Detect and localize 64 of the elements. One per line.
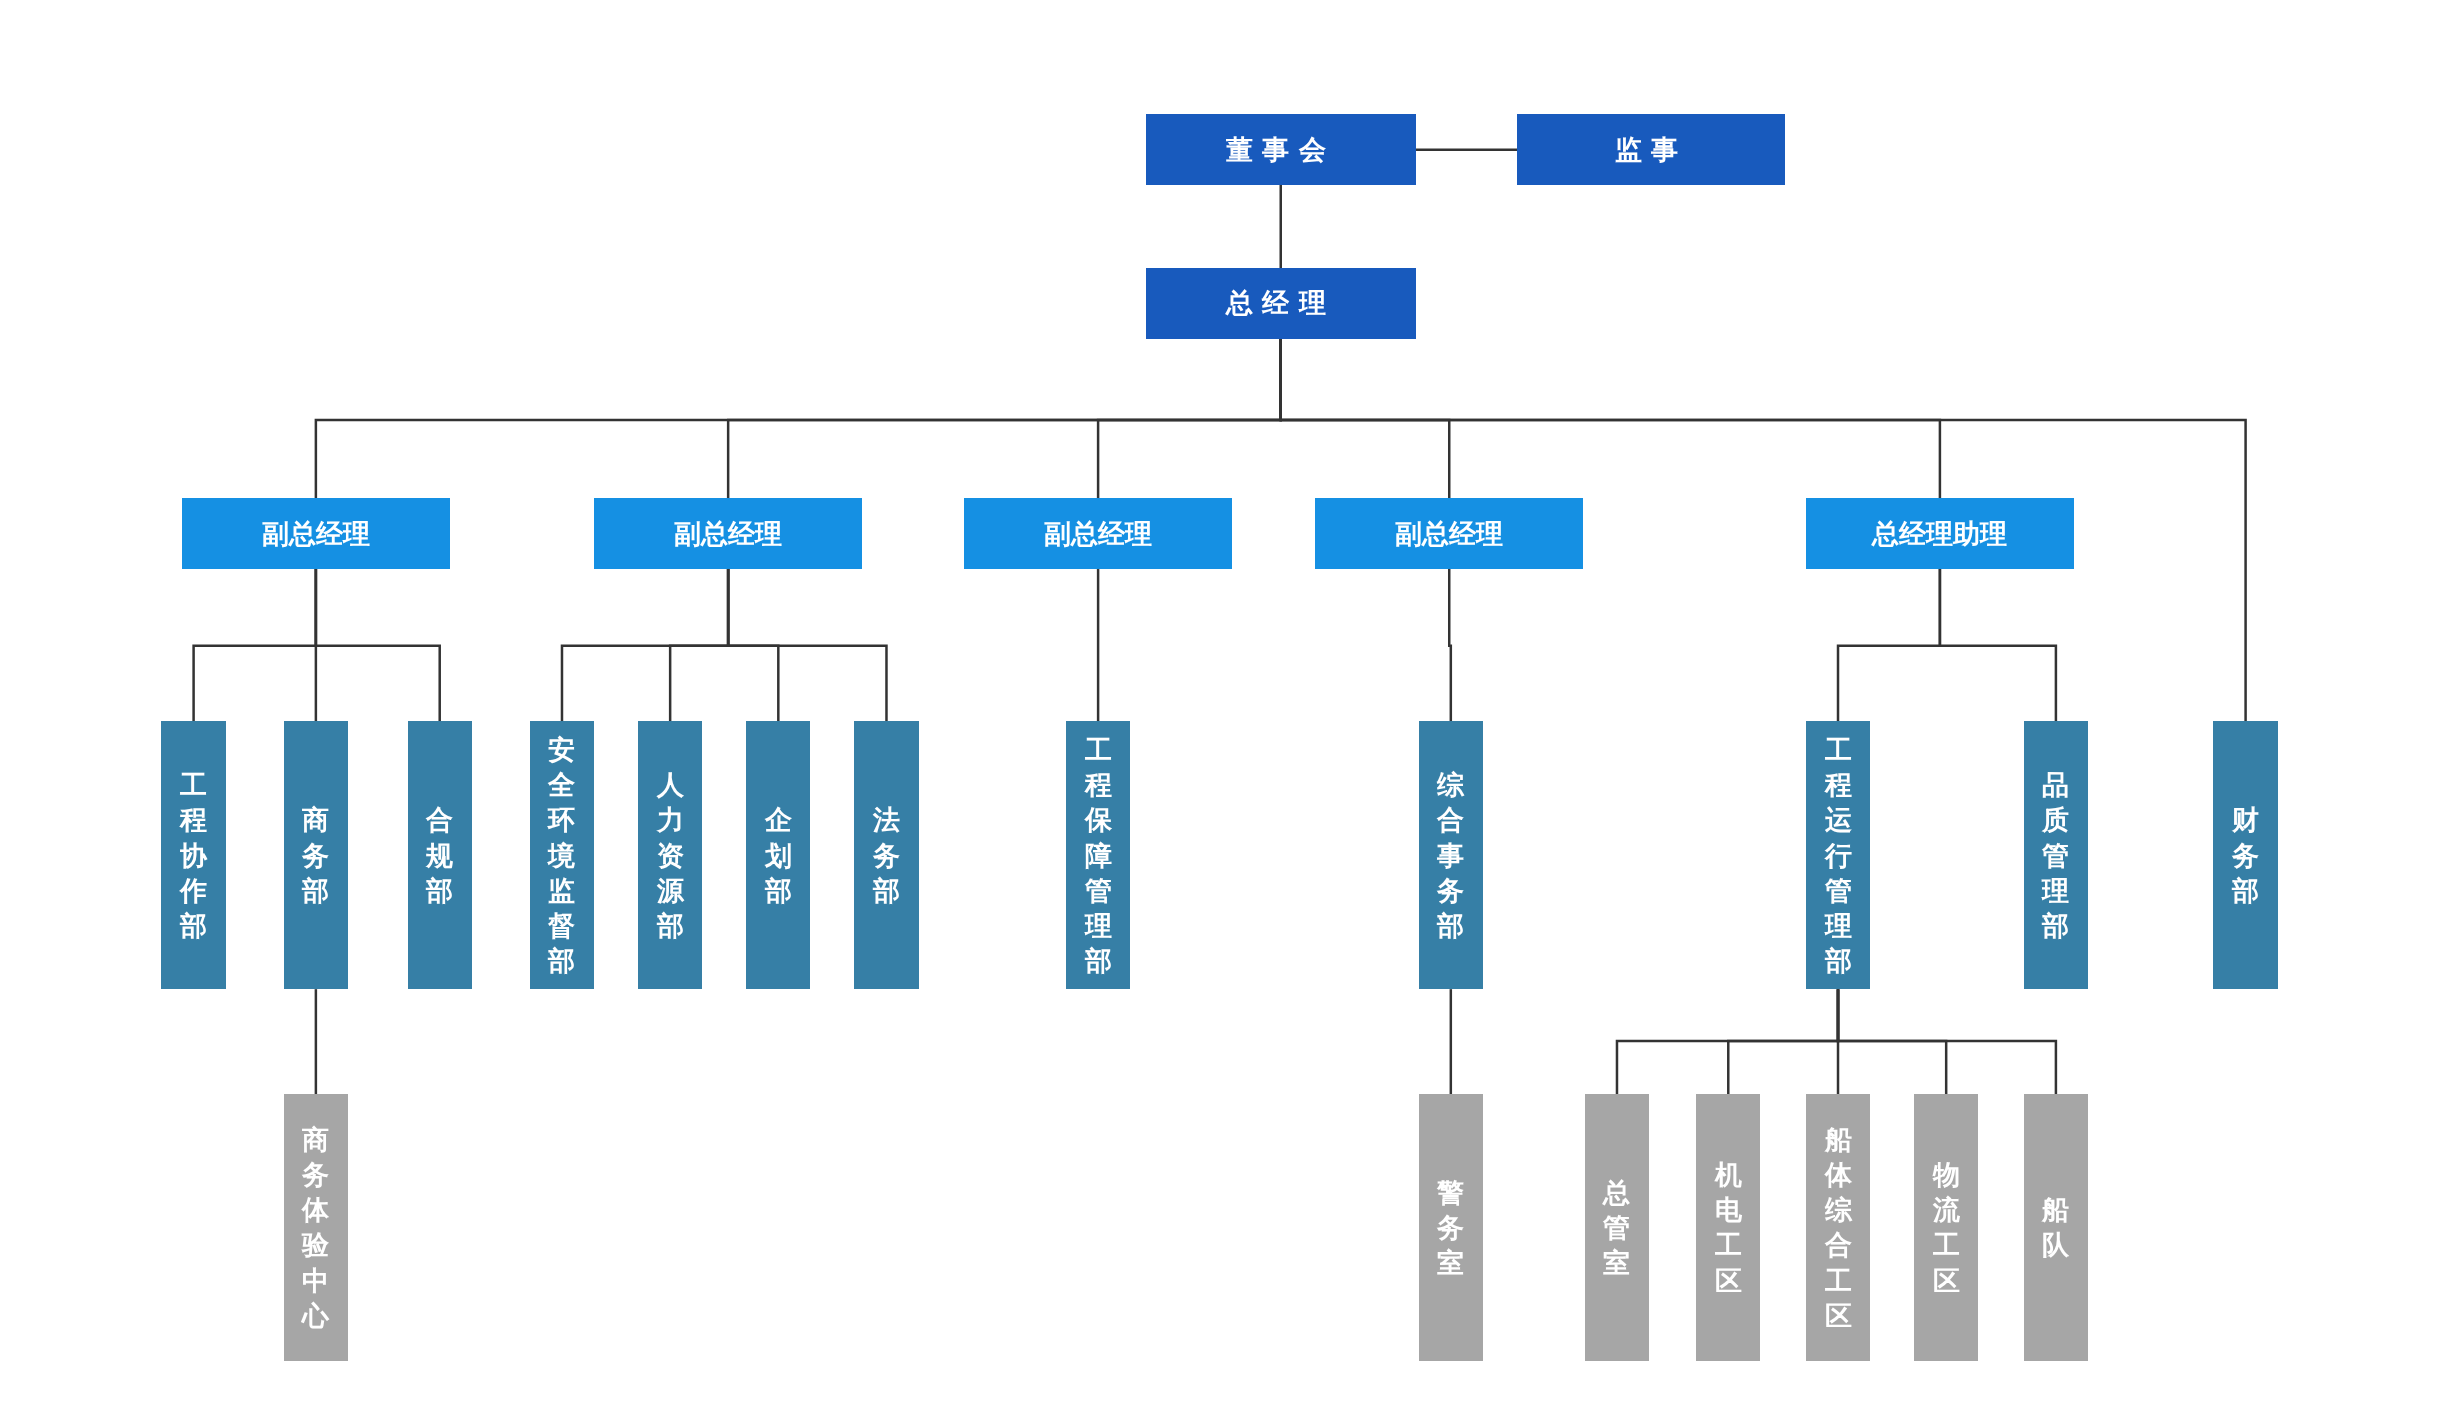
connector-line xyxy=(314,989,318,1095)
org-box xyxy=(1145,114,1416,185)
box-label: 副总经理 xyxy=(1395,516,1504,551)
org-box xyxy=(1914,1094,1979,1361)
connector-line xyxy=(1415,148,1518,151)
box-label: 副总经理 xyxy=(261,516,370,551)
box-label: 人力资源部 xyxy=(656,768,684,943)
org-box xyxy=(964,498,1233,569)
org-box xyxy=(181,498,450,569)
org-box xyxy=(1805,498,2074,569)
box-label: 工程运行管理部 xyxy=(1824,733,1852,978)
org-box xyxy=(638,721,703,990)
org-box xyxy=(407,721,472,990)
box-label: 法务部 xyxy=(872,803,900,908)
org-box xyxy=(746,721,811,990)
box-label: 董事会 xyxy=(1226,132,1336,167)
box-label: 综合事务部 xyxy=(1437,768,1465,943)
box-label: 船体综合工区 xyxy=(1824,1123,1852,1333)
box-label: 安全环境监督部 xyxy=(548,733,576,978)
connector-line xyxy=(1448,569,1453,722)
connector-line xyxy=(1279,185,1282,269)
org-box xyxy=(2213,721,2278,990)
box-label: 总经理 xyxy=(1226,286,1336,321)
org-box xyxy=(594,498,863,569)
org-box xyxy=(1805,1094,1871,1361)
box-label: 警务室 xyxy=(1437,1175,1465,1280)
connector-line xyxy=(1836,989,2058,1095)
box-label: 企划部 xyxy=(764,803,792,908)
box-label: 副总经理 xyxy=(674,516,783,551)
box-label: 监事 xyxy=(1615,132,1688,167)
org-box xyxy=(1315,498,1584,569)
box-label: 合规部 xyxy=(426,803,454,908)
org-box xyxy=(2023,721,2089,990)
connector-line xyxy=(1096,569,1100,722)
box-label: 机电工区 xyxy=(1714,1158,1742,1298)
org-box xyxy=(161,721,226,990)
org-box xyxy=(854,721,919,990)
org-box xyxy=(1696,1094,1761,1361)
connector-line xyxy=(726,569,888,722)
connector-line xyxy=(1938,569,2058,722)
org-box xyxy=(1145,268,1416,339)
box-label: 财务部 xyxy=(2232,803,2260,908)
connector-line xyxy=(1449,989,1453,1095)
org-box xyxy=(283,1094,348,1361)
box-label: 物流工区 xyxy=(1932,1158,1960,1298)
org-box xyxy=(1065,721,1131,990)
box-label: 总管室 xyxy=(1603,1175,1631,1280)
box-label: 副总经理 xyxy=(1044,516,1153,551)
box-label: 工程保障管理部 xyxy=(1084,733,1112,978)
box-label: 商务部 xyxy=(302,803,330,908)
box-label: 工程协作部 xyxy=(180,768,208,943)
box-label: 总经理助理 xyxy=(1872,516,2008,551)
box-label: 品质管理部 xyxy=(2042,768,2070,943)
org-box xyxy=(2023,1094,2089,1361)
org-box xyxy=(1418,721,1483,990)
org-box xyxy=(1805,721,1871,990)
box-label: 船队 xyxy=(2042,1193,2070,1263)
org-box xyxy=(1584,1094,1650,1361)
org-box xyxy=(1418,1094,1483,1361)
org-box xyxy=(529,721,595,990)
connector-line xyxy=(314,569,441,722)
org-box xyxy=(283,721,348,990)
box-label: 商务体验中心 xyxy=(302,1123,330,1333)
org-box xyxy=(1517,114,1786,185)
